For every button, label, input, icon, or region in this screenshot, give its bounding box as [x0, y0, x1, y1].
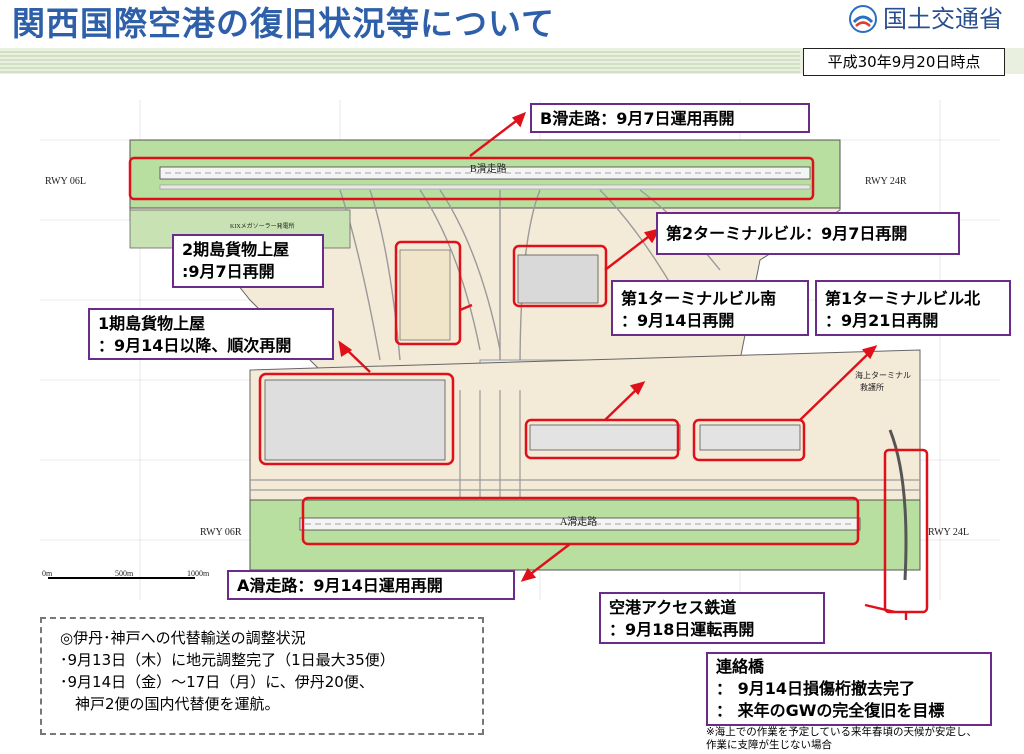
callout-railway: 空港アクセス鉄道 ：9月18日運転再開	[599, 592, 825, 644]
phase1-taxiways	[250, 390, 920, 500]
scale-bar: 0m 500m 1000m	[42, 569, 210, 579]
runway-a-highlight	[301, 496, 860, 546]
highlight-frames	[128, 156, 929, 614]
callout-terminal1-north-line2: ：9月21日再開	[825, 311, 939, 330]
cargo-phase2-highlight	[394, 240, 462, 346]
cargo-phase2-building	[399, 249, 451, 341]
callout-cargo-phase2-line1: 2期島貨物上屋	[182, 240, 290, 259]
callout-railway-line1: 空港アクセス鉄道	[609, 598, 737, 617]
access-railway-line	[888, 429, 908, 581]
sea-terminal-label: 海上ターミナル	[855, 370, 911, 380]
runway-b-highlight	[128, 156, 815, 201]
callout-terminal2-line: 第2ターミナルビル：9月7日再開	[666, 224, 908, 243]
svg-text:1000m: 1000m	[187, 569, 210, 578]
callout-runway-a-line: A滑走路：9月14日運用再開	[237, 576, 443, 595]
callout-cargo-phase2-line2: :9月7日再開	[182, 262, 275, 281]
rwy-06r-label: RWY 06R	[200, 527, 242, 538]
terminal1-south-building	[529, 424, 681, 451]
footnote-line1: ※海上での作業を予定している来年春頃の天候が安定し、	[706, 726, 977, 738]
callout-terminal2: 第2ターミナルビル：9月7日再開	[656, 212, 960, 255]
runway-b-map-label: B滑走路	[470, 162, 507, 175]
svg-text:0m: 0m	[42, 569, 53, 578]
rwy-24l-label: RWY 24L	[928, 527, 969, 538]
alt-transport-item: 神戸2便の国内代替便を運航。	[60, 695, 280, 713]
alt-transport-box: ◎伊丹･神戸への代替輸送の調整状況 ･9月13日（木）に地元調整完了（1日最大3…	[40, 617, 484, 735]
callout-runway-b: B滑走路：9月7日運用再開	[530, 103, 810, 133]
terminal1-south-highlight	[524, 418, 680, 460]
callout-bridge-line2: ： 9月14日損傷桁撤去完了	[716, 679, 915, 698]
terminal2-building	[517, 254, 599, 304]
footnote: ※海上での作業を予定している来年春頃の天候が安定し、 作業に支障が生じない場合	[706, 726, 977, 752]
callout-terminal1-south-line2: ：9月14日再開	[621, 311, 735, 330]
callout-cargo-phase1-line2: ：9月14日以降、順次再開	[98, 336, 292, 355]
pointer-arrows	[338, 111, 908, 620]
cargo-phase1-highlight	[258, 372, 455, 466]
callout-bridge-line1: 連絡橋	[716, 657, 765, 676]
callout-terminal1-north: 第1ターミナルビル北 ：9月21日再開	[815, 280, 1011, 336]
terminal1-north-building	[699, 424, 801, 451]
runway-a-map-label: A滑走路	[560, 515, 597, 528]
callout-runway-a: A滑走路：9月14日運用再開	[227, 570, 515, 600]
callout-cargo-phase2: 2期島貨物上屋 :9月7日再開	[172, 234, 324, 288]
callout-bridge-line3: ： 来年のGWの完全復旧を目標	[716, 701, 945, 720]
rescue-label: 救護所	[860, 382, 884, 392]
callout-railway-line2: ：9月18日運転再開	[609, 620, 755, 639]
solar-label: KIXメガソーラー発電所	[230, 222, 295, 230]
callout-bridge: 連絡橋 ： 9月14日損傷桁撤去完了 ： 来年のGWの完全復旧を目標	[706, 652, 992, 726]
callout-terminal1-north-line1: 第1ターミナルビル北	[825, 289, 981, 308]
footnote-line2: 作業に支障が生じない場合	[706, 739, 832, 751]
alt-transport-item: ･9月14日（金）～17日（月）に、伊丹20便、	[60, 673, 374, 691]
alt-transport-item: ･9月13日（木）に地元調整完了（1日最大35便）	[60, 651, 395, 669]
rwy-06l-label: RWY 06L	[45, 176, 86, 187]
mlit-logo-icon	[849, 5, 877, 33]
callout-terminal1-south: 第1ターミナルビル南 ：9月14日再開	[611, 280, 809, 336]
ministry-name: 国土交通省	[883, 5, 1003, 33]
callout-terminal1-south-line1: 第1ターミナルビル南	[621, 289, 777, 308]
svg-text:500m: 500m	[115, 569, 134, 578]
callout-cargo-phase1: 1期島貨物上屋 ：9月14日以降、順次再開	[88, 308, 334, 360]
terminal1-north-highlight	[692, 418, 806, 462]
page-title: 関西国際空港の復旧状況等について	[12, 4, 556, 43]
cargo-phase1-buildings	[264, 379, 446, 461]
rwy-24r-label: RWY 24R	[865, 176, 907, 187]
airport-map: B滑走路 RWY 06L RWY 24R KIXメガソーラー発電所 A滑走路 R…	[40, 100, 1000, 620]
date-badge: 平成30年9月20日時点	[803, 48, 1005, 76]
runway-a-area	[249, 499, 921, 571]
alt-transport-heading: ◎伊丹･神戸への代替輸送の調整状況	[60, 629, 306, 647]
terminal2-highlight	[512, 244, 608, 308]
callout-runway-b-line: B滑走路：9月7日運用再開	[540, 109, 735, 128]
callout-cargo-phase1-line1: 1期島貨物上屋	[98, 314, 206, 333]
